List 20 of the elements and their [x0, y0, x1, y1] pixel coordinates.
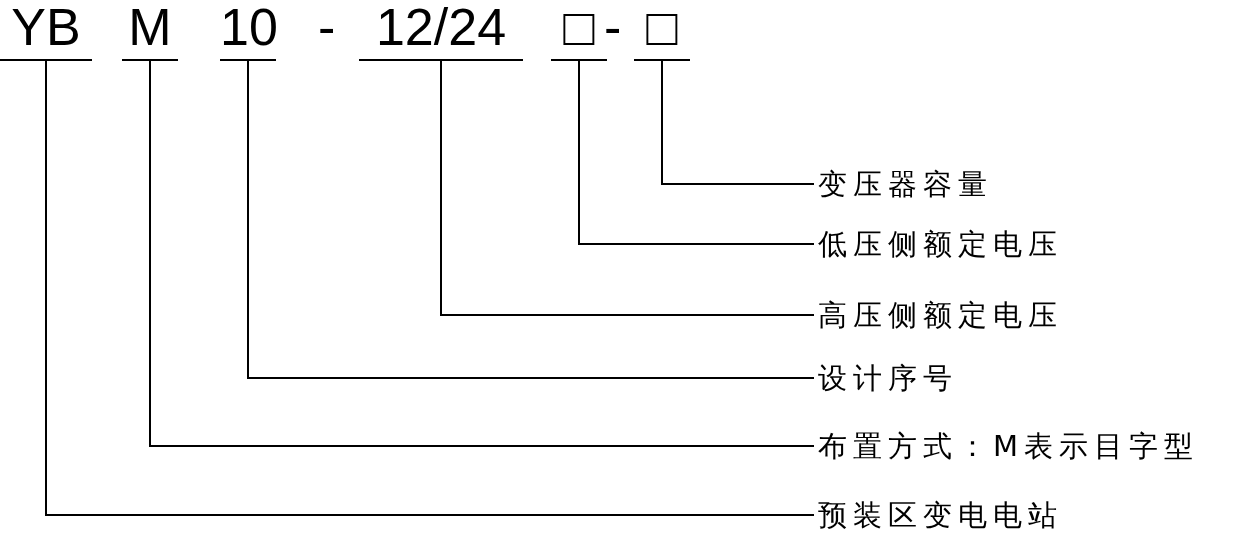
leader-line [149, 60, 815, 447]
leader-line [440, 60, 815, 316]
separator-dash: - [318, 0, 336, 54]
code-meaning-text: 设计序号 [818, 360, 958, 396]
code-meaning-text: 低压侧额定电压 [818, 226, 1063, 262]
code-meaning-text: 布置方式：M表示目字型 [818, 428, 1200, 464]
leader-line [661, 60, 815, 185]
leader-line [247, 60, 815, 379]
code-meaning-text: 变压器容量 [818, 166, 993, 202]
model-code-segment: 10 [220, 0, 276, 61]
model-code-segment: M [122, 0, 178, 61]
model-code-segment: 12/24 [359, 0, 523, 61]
leader-line [578, 60, 815, 245]
leader-line [45, 60, 815, 516]
model-code-segment: YB [0, 0, 92, 61]
code-meaning-text: 高压侧额定电压 [818, 297, 1063, 333]
model-code-segment: □ [551, 0, 607, 61]
separator-dash: - [604, 0, 622, 54]
code-meaning-text: 预装区变电电站 [818, 497, 1063, 533]
model-code-segment: □ [634, 0, 690, 61]
